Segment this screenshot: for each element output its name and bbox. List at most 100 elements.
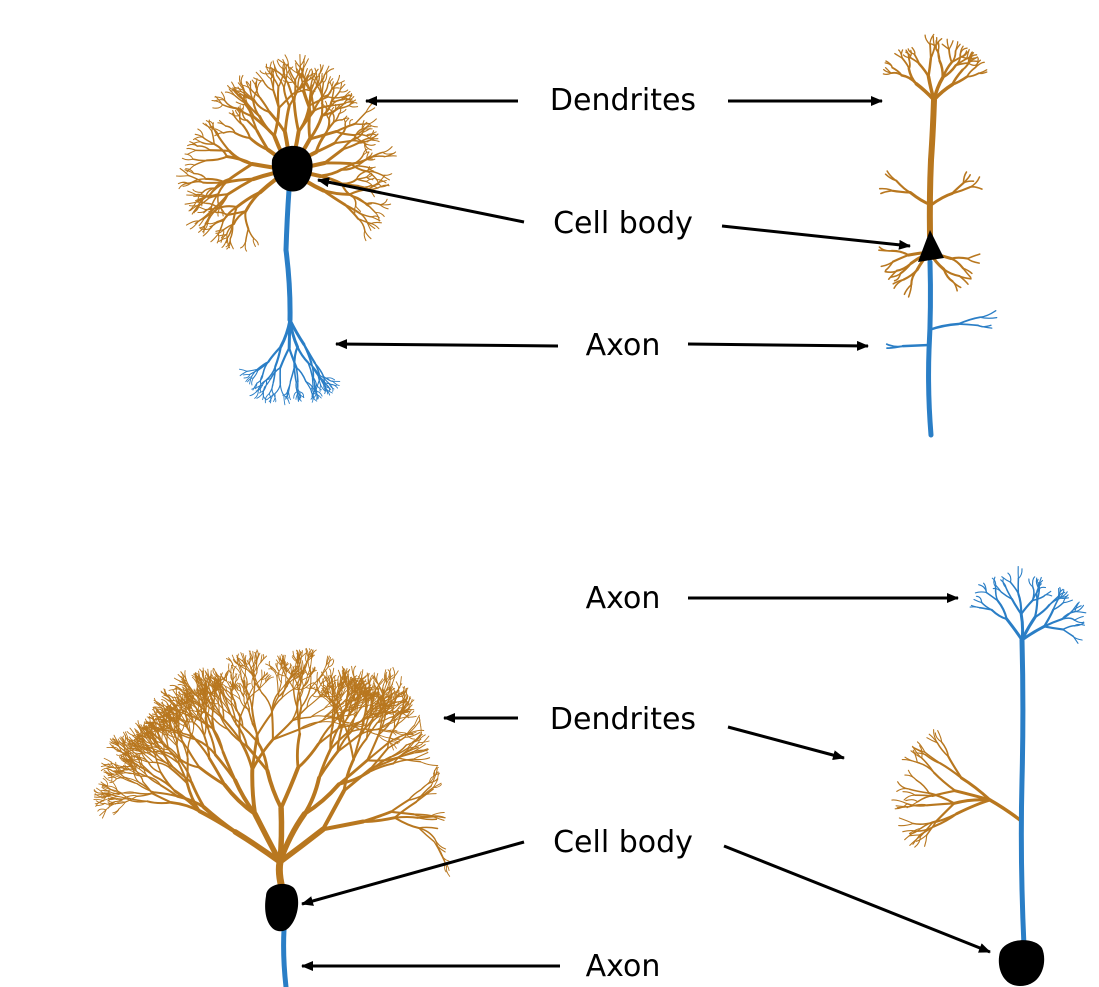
branch-segment <box>194 137 204 140</box>
branch-segment <box>899 818 913 824</box>
branch-segment <box>1075 617 1084 621</box>
branch-segment <box>349 194 366 203</box>
branch-segment <box>892 251 908 255</box>
branch-segment <box>367 159 375 160</box>
branch-segment <box>887 344 903 346</box>
branch-segment <box>292 717 311 721</box>
branch-segment <box>257 714 271 735</box>
branch-segment <box>942 742 949 757</box>
purkinje-axon <box>284 930 286 987</box>
branch-segment <box>188 150 197 154</box>
branch-segment <box>906 800 918 802</box>
branch-segment <box>938 42 939 50</box>
branch-segment <box>958 317 980 324</box>
branch-segment <box>974 600 982 603</box>
branch-segment <box>380 199 387 204</box>
label-bottom-axon-lower: Axon <box>586 952 661 982</box>
branch-segment <box>321 696 330 704</box>
branch-segment <box>257 81 261 89</box>
branch-segment <box>320 170 341 176</box>
pseudounipolar-axon <box>970 567 1086 947</box>
label-top-axon: Axon <box>586 331 661 361</box>
branch-segment <box>1021 601 1032 615</box>
branch-segment <box>257 663 261 673</box>
branch-segment <box>383 147 392 153</box>
branch-segment <box>958 324 978 325</box>
label-bottom-dendrites: Dendrites <box>550 705 696 735</box>
branch-segment <box>1075 612 1086 613</box>
branch-segment <box>325 149 343 163</box>
branch-segment <box>286 190 289 250</box>
branch-segment <box>115 798 129 799</box>
branch-segment <box>273 729 300 739</box>
branch-segment <box>1062 618 1075 620</box>
branch-segment <box>929 59 931 77</box>
branch-segment <box>281 768 298 808</box>
branch-segment <box>1044 626 1063 629</box>
branch-segment <box>285 106 289 132</box>
branch-segment <box>968 259 980 264</box>
branch-segment <box>252 688 254 709</box>
branch-segment <box>312 695 321 697</box>
branch-segment <box>321 722 340 725</box>
branch-segment <box>990 800 1020 820</box>
branch-segment <box>210 150 229 151</box>
branch-segment <box>931 46 935 59</box>
branch-segment <box>909 57 910 68</box>
branch-segment <box>930 160 931 236</box>
multipolar-cell-body <box>272 146 313 192</box>
branch-segment <box>252 770 255 814</box>
branch-segment <box>256 79 257 88</box>
branch-segment <box>368 119 376 124</box>
arrow-top-axon-right <box>688 344 868 346</box>
branch-segment <box>286 250 290 320</box>
branch-segment <box>918 796 933 802</box>
branch-segment <box>904 270 918 280</box>
branch-segment <box>241 75 243 85</box>
branch-segment <box>395 818 419 828</box>
branch-segment <box>260 116 275 135</box>
branch-segment <box>246 229 249 242</box>
branch-segment <box>395 817 418 818</box>
branch-segment <box>204 718 206 736</box>
branch-segment <box>1021 780 1024 946</box>
branch-segment <box>284 930 286 987</box>
branch-segment <box>106 768 114 772</box>
branch-segment <box>931 100 934 160</box>
branch-segment <box>419 717 421 727</box>
branch-segment <box>245 211 248 228</box>
branch-segment <box>252 651 253 660</box>
branch-segment <box>438 772 439 779</box>
branch-segment <box>931 194 952 206</box>
branch-segment <box>371 222 381 223</box>
branch-segment <box>927 803 954 805</box>
branch-segment <box>420 762 437 766</box>
branch-segment <box>177 176 189 177</box>
branch-segment <box>224 720 240 741</box>
branch-segment <box>1033 577 1035 587</box>
pyramidal-axon <box>887 262 997 435</box>
branch-segment <box>366 182 372 186</box>
branch-segment <box>223 132 235 133</box>
branch-segment <box>395 802 416 818</box>
branch-segment <box>252 378 254 385</box>
branch-segment <box>925 35 930 45</box>
branch-segment <box>949 41 953 50</box>
branch-segment <box>948 757 961 778</box>
branch-segment <box>151 752 164 753</box>
purkinje-dendrites <box>94 648 450 888</box>
branch-segment <box>185 164 194 165</box>
branch-segment <box>133 753 141 754</box>
branch-segment <box>929 262 930 350</box>
branch-segment <box>1007 619 1022 640</box>
branch-segment <box>355 124 368 125</box>
branch-segment <box>320 385 321 392</box>
branch-segment <box>366 179 372 181</box>
branch-segment <box>291 367 295 381</box>
branch-segment <box>310 91 311 111</box>
branch-segment <box>980 317 997 318</box>
branch-segment <box>431 812 444 815</box>
arrow-bottom-dendrites-right <box>728 727 844 758</box>
branch-segment <box>1063 626 1075 630</box>
